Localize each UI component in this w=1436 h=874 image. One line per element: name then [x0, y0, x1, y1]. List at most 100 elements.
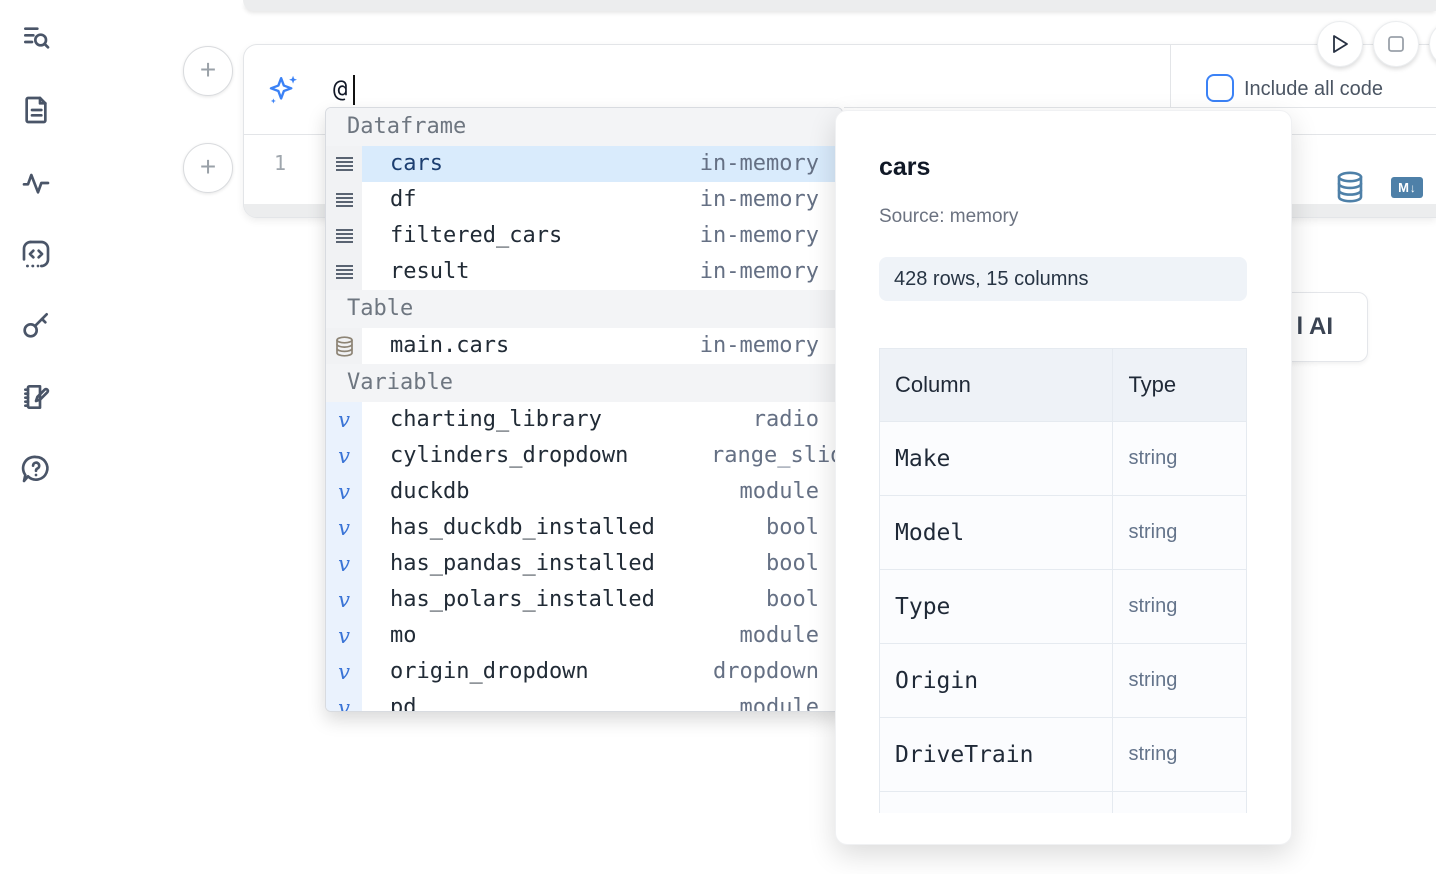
autocomplete-item-icon: v [326, 690, 362, 712]
autocomplete-item-type: bool [766, 515, 819, 540]
autocomplete-item-origin_dropdown[interactable]: v origin_dropdown dropdown [326, 654, 842, 690]
notebook-pen-icon[interactable] [20, 381, 52, 413]
markdown-convert-icon[interactable]: M↓ [1391, 177, 1423, 198]
input-divider [844, 107, 1171, 108]
autocomplete-item-type: module [739, 695, 819, 712]
schema-column-name: DriveTrain [879, 717, 1114, 792]
preview-title: cars [879, 153, 931, 181]
autocomplete-item-icon [326, 146, 362, 182]
code-snippet-icon[interactable] [20, 238, 52, 270]
schema-column-name: Model [879, 495, 1114, 570]
autocomplete-item-name: origin_dropdown [390, 659, 589, 684]
autocomplete-item-name: has_duckdb_installed [390, 515, 655, 540]
autocomplete-item-icon: v [326, 654, 362, 690]
stop-cell-button[interactable] [1373, 21, 1419, 67]
autocomplete-item-icon: v [326, 618, 362, 654]
include-all-code-checkbox[interactable] [1206, 74, 1234, 102]
autocomplete-item-type: radio [752, 407, 819, 432]
dataframe-lines-icon [335, 265, 353, 279]
dataframe-lines-icon [335, 229, 353, 243]
schema-column-type: string [1112, 643, 1247, 718]
autocomplete-item-name: charting_library [390, 407, 602, 432]
autocomplete-item-type: in-memory [699, 151, 819, 176]
run-cell-button[interactable] [1317, 21, 1363, 67]
add-cell-button-top[interactable]: + [183, 46, 233, 96]
autocomplete-item-icon [326, 328, 362, 364]
autocomplete-item-name: pd [390, 695, 417, 712]
autocomplete-item-icon [326, 254, 362, 290]
key-icon[interactable] [20, 309, 52, 341]
dataframe-preview-popup: cars Source: memory 428 rows, 15 columns… [835, 110, 1292, 845]
autocomplete-item-type: in-memory [699, 187, 819, 212]
schema-column-name [879, 791, 1114, 813]
ai-options-panel: Include all code [1170, 45, 1436, 108]
variable-v-icon: v [338, 695, 350, 712]
autocomplete-item-name: mo [390, 623, 417, 648]
autocomplete-item-has_duckdb_installed[interactable]: v has_duckdb_installed bool [326, 510, 842, 546]
autocomplete-item-type: bool [766, 551, 819, 576]
schema-column-name: Origin [879, 643, 1114, 718]
autocomplete-item-type: bool [766, 587, 819, 612]
preview-shape-badge: 428 rows, 15 columns [879, 257, 1247, 301]
play-icon [1333, 35, 1348, 53]
autocomplete-item-name: result [390, 259, 470, 284]
autocomplete-item-icon: v [326, 438, 362, 474]
autocomplete-item-name: duckdb [390, 479, 470, 504]
file-text-icon[interactable] [20, 94, 52, 126]
database-icon[interactable] [1336, 171, 1364, 204]
autocomplete-item-icon: v [326, 402, 362, 438]
autocomplete-item-type: in-memory [699, 223, 819, 248]
autocomplete-item-icon [326, 182, 362, 218]
variable-v-icon: v [338, 587, 350, 612]
variable-v-icon: v [338, 515, 350, 540]
list-search-icon[interactable] [20, 22, 52, 54]
line-number: 1 [273, 151, 287, 175]
autocomplete-item-icon: v [326, 510, 362, 546]
include-all-code-label: Include all code [1244, 78, 1383, 100]
schema-header-type: Type [1112, 348, 1247, 422]
add-cell-button-bottom[interactable]: + [183, 143, 233, 193]
dataframe-lines-icon [335, 157, 353, 171]
activity-icon[interactable] [20, 167, 52, 199]
variable-v-icon: v [338, 479, 350, 504]
schema-column-name: Type [879, 569, 1114, 644]
schema-column-type: string [1112, 717, 1247, 792]
autocomplete-item-name: cylinders_dropdown [390, 443, 629, 468]
ai-prompt-input[interactable]: @ [333, 75, 348, 103]
variable-v-icon: v [338, 407, 350, 432]
sidebar [0, 0, 72, 874]
autocomplete-item-type: dropdown [713, 659, 819, 684]
help-bubble-icon[interactable] [20, 453, 52, 485]
schema-column-type: string [1112, 421, 1247, 496]
autocomplete-item-type: in-memory [699, 259, 819, 284]
autocomplete-section-header: Dataframe [326, 108, 842, 146]
stop-icon [1388, 36, 1404, 52]
autocomplete-item-charting_library[interactable]: v charting_library radio [326, 402, 842, 438]
autocomplete-item-name: cars [390, 151, 443, 176]
autocomplete-item-cars[interactable]: cars in-memory [326, 146, 842, 182]
autocomplete-item-type: in-memory [699, 333, 819, 358]
schema-header-column: Column [879, 348, 1114, 422]
autocomplete-item-pd[interactable]: v pd module [326, 690, 842, 712]
markdown-m: M [1398, 180, 1409, 195]
schema-column-type [1112, 791, 1247, 813]
autocomplete-section-header: Table [326, 290, 842, 328]
variable-v-icon: v [338, 623, 350, 648]
variable-v-icon: v [338, 659, 350, 684]
table-database-icon [335, 335, 353, 357]
autocomplete-item-result[interactable]: result in-memory [326, 254, 842, 290]
autocomplete-item-name: has_pandas_installed [390, 551, 655, 576]
